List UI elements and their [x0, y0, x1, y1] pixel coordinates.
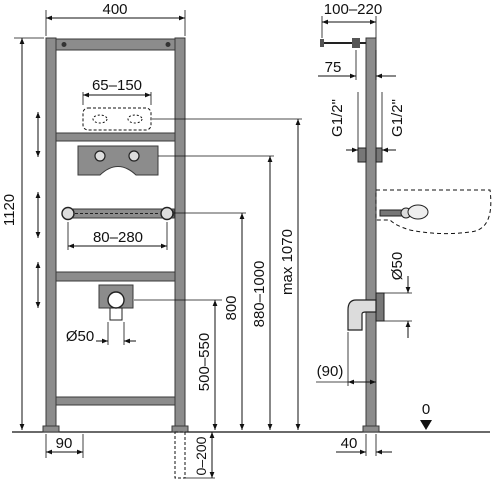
side-inner-depth-label: 75	[325, 59, 342, 76]
base-offset-label: 90	[56, 435, 73, 452]
bracket-bolt-left-icon	[61, 206, 75, 221]
outlet-offset-label: (90)	[317, 363, 344, 380]
leg-extension-label: 0–200	[193, 436, 209, 475]
side-depth-label: 100–220	[324, 1, 382, 18]
bracket-spacing-label: 80–280	[93, 229, 143, 246]
upper-dashed-bracket	[82, 107, 152, 131]
drain-height-label: 500–550	[196, 333, 213, 391]
crossbar-inlet	[55, 132, 176, 142]
crossbar-bottom	[55, 396, 176, 406]
inlet-right-icon	[128, 150, 140, 162]
thread-right-label: G1/2"	[389, 99, 406, 137]
right-upright	[174, 37, 186, 431]
side-drain-socket	[375, 292, 385, 322]
side-inlet-fitting	[357, 147, 367, 163]
side-view: 100–220 75 G1/2" G1/2" Ø50 (90) 40	[316, 1, 492, 456]
side-drain-elbow	[347, 299, 377, 331]
washbasin-outline	[375, 189, 492, 235]
side-foot-label: 40	[341, 435, 358, 452]
top-bar	[55, 38, 176, 51]
drain-pipe-icon	[107, 291, 125, 309]
max-height-label: max 1070	[279, 229, 296, 295]
inlet-plate	[77, 145, 159, 176]
upper-gap-label: 65–150	[92, 77, 142, 94]
side-diameter-label: Ø50	[389, 252, 406, 280]
crossbar-drain	[55, 271, 176, 282]
leg-extension	[174, 431, 186, 479]
thread-left-label: G1/2"	[329, 99, 346, 137]
width-label: 400	[102, 1, 127, 18]
floor-marker-icon	[420, 420, 432, 430]
bracket-bolt-right-icon	[160, 206, 174, 221]
bracket-height-label: 800	[223, 295, 240, 320]
left-upright	[45, 37, 57, 431]
inlet-height-label: 880–1000	[251, 261, 268, 328]
inlet-left-icon	[94, 150, 106, 162]
drain-diameter-label: Ø50	[66, 328, 94, 345]
floor-label: 0	[422, 401, 430, 418]
front-view: 400 1120 65–150 80–280 Ø50 90 0–200	[1, 1, 302, 479]
height-label: 1120	[1, 194, 18, 226]
side-column	[365, 37, 377, 431]
